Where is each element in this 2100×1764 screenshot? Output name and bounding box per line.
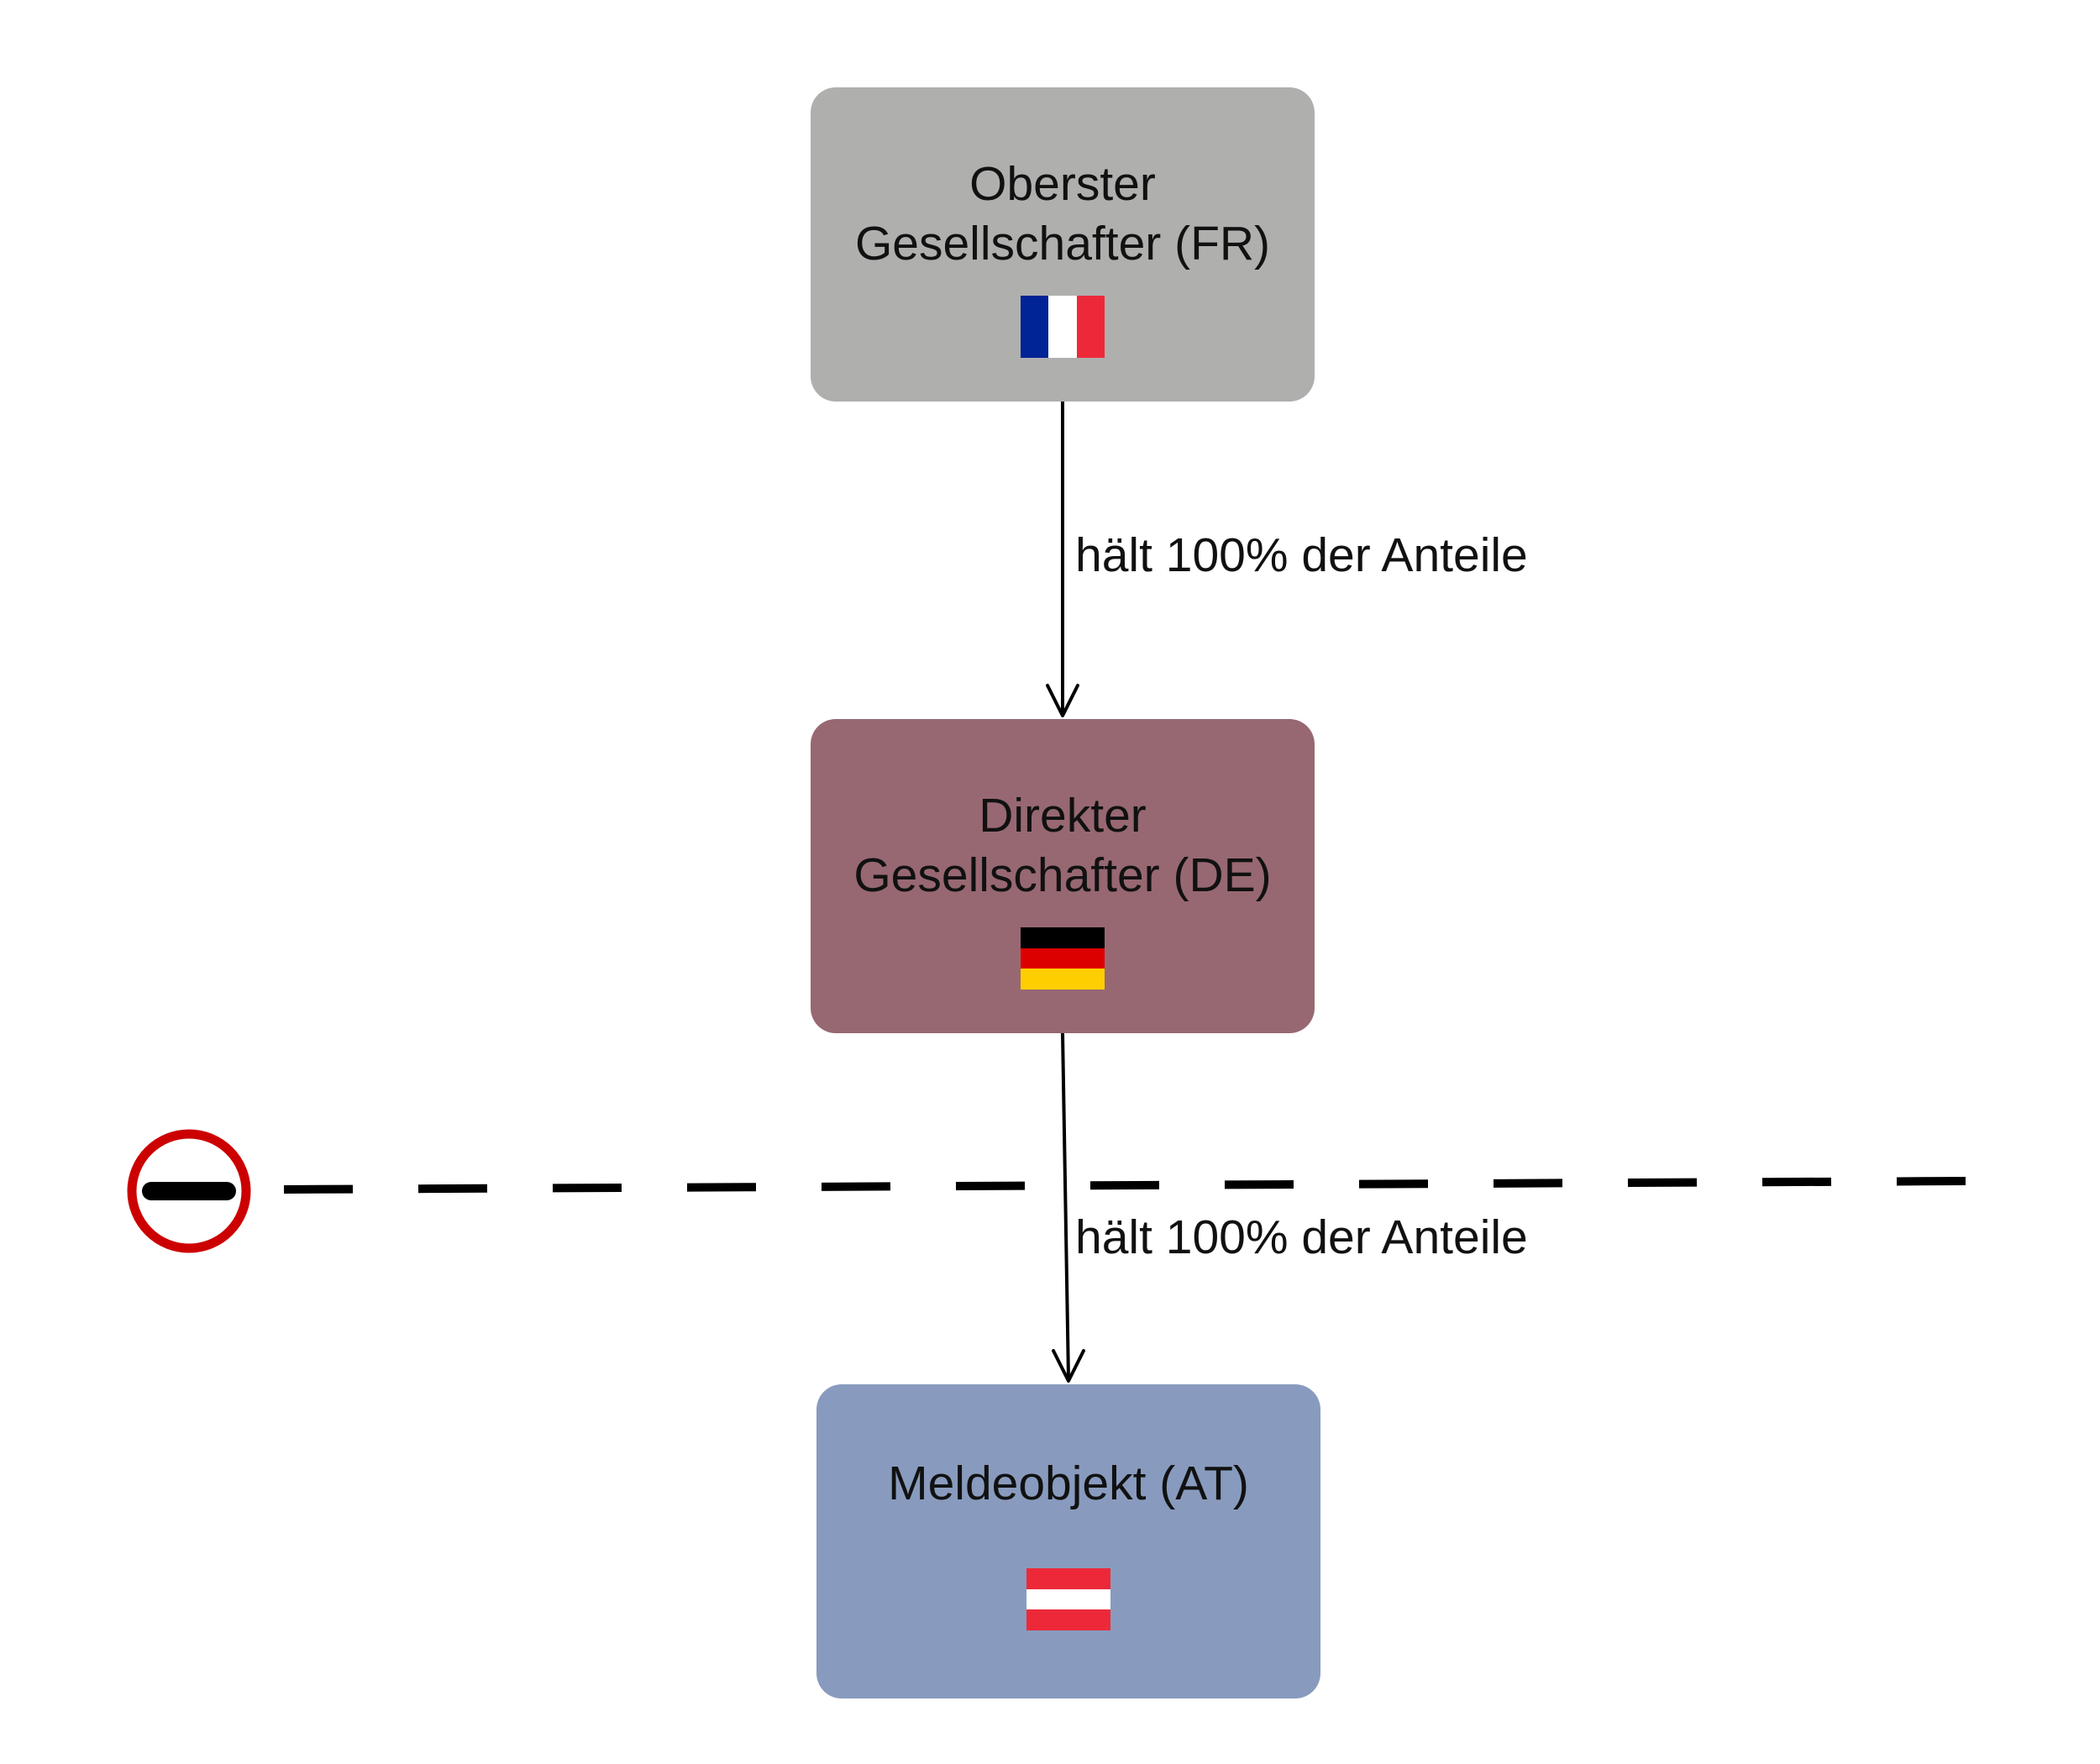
edge-fr-de-arrowhead bbox=[1046, 684, 1079, 717]
flag-france-icon bbox=[1021, 296, 1105, 358]
flag-germany-icon bbox=[1021, 927, 1105, 990]
edge-de-at-line bbox=[1061, 1032, 1070, 1380]
node-label: Oberster Gesellschafter (FR) bbox=[854, 157, 1271, 270]
no-entry-icon bbox=[127, 1129, 251, 1253]
node-label: Meldeobjekt (AT) bbox=[888, 1457, 1249, 1510]
edge-label-fr-de: hält 100% der Anteile bbox=[1075, 528, 1528, 582]
boundary-dashed-line bbox=[283, 1177, 1973, 1194]
flag-austria-icon bbox=[1026, 1568, 1110, 1631]
node-label: Direkter Gesellschafter (DE) bbox=[853, 789, 1272, 902]
node-reporting-entity-at: Meldeobjekt (AT) bbox=[816, 1384, 1320, 1698]
node-ultimate-shareholder-fr: Oberster Gesellschafter (FR) bbox=[811, 87, 1315, 402]
edge-label-de-at: hält 100% der Anteile bbox=[1075, 1210, 1528, 1264]
node-direct-shareholder-de: Direkter Gesellschafter (DE) bbox=[811, 719, 1315, 1033]
edge-de-at-arrowhead bbox=[1052, 1349, 1085, 1383]
